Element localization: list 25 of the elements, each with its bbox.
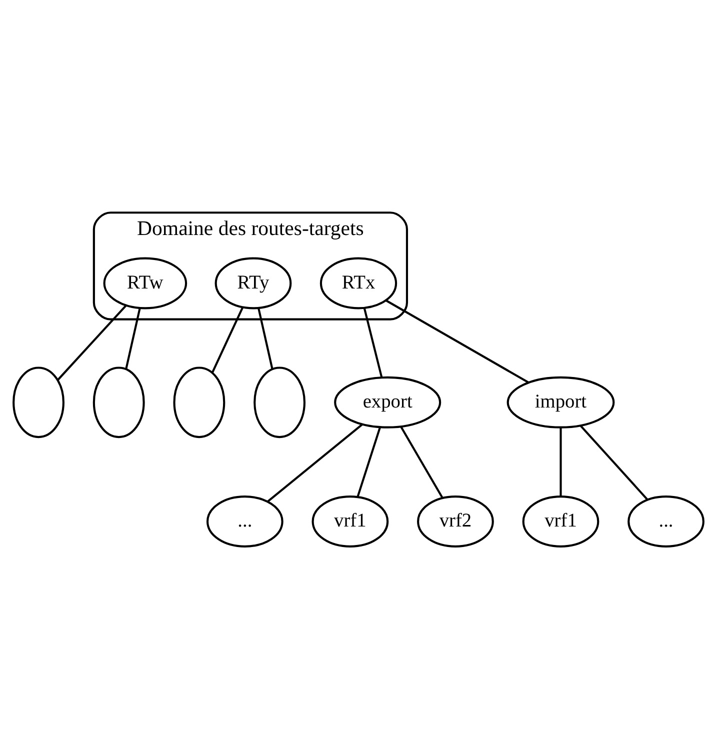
connector — [258, 307, 274, 369]
node-cloud — [92, 366, 145, 438]
node-cloud — [173, 366, 226, 438]
connector — [560, 427, 562, 496]
connector — [356, 426, 382, 497]
node-ellipse: RTy — [214, 256, 292, 309]
node-ellipse: RTw — [103, 256, 188, 309]
node-ellipse: export — [334, 376, 442, 428]
node-ellipse: RTx — [320, 256, 398, 309]
node-ellipse: ... — [628, 495, 704, 547]
connector — [386, 299, 529, 383]
node-ellipse: vrf2 — [417, 495, 494, 547]
connector — [211, 306, 244, 373]
node-cloud — [254, 366, 306, 438]
node-ellipse: import — [506, 376, 615, 428]
node-ellipse: vrf1 — [312, 495, 389, 547]
node-ellipse: ... — [206, 495, 284, 547]
connector — [267, 423, 363, 502]
connector — [57, 304, 127, 380]
node-ellipse: vrf1 — [522, 495, 600, 547]
connector — [400, 426, 444, 498]
node-cloud — [12, 366, 64, 438]
connector — [125, 307, 141, 369]
connector — [363, 307, 383, 378]
connector — [580, 424, 648, 500]
